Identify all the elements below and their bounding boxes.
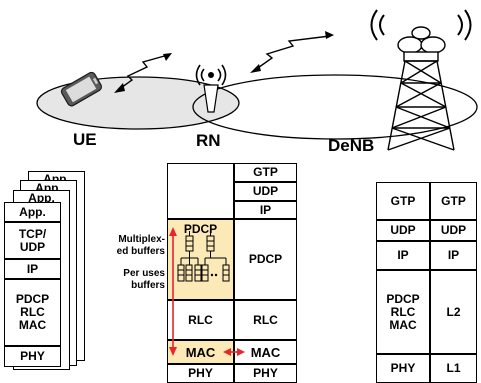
rn-label: RN (196, 131, 221, 150)
denb-right-ip-layer: IP (430, 241, 477, 270)
rn-left-mac-layer: MAC (167, 340, 234, 364)
rn-right-rlc-layer: RLC (234, 300, 297, 340)
denb-left-gtp-layer: GTP (376, 182, 430, 220)
ue-transport-layer: TCP/ UDP (4, 222, 61, 259)
denb-left-ip-layer: IP (376, 241, 430, 270)
rn-left-phy-layer: PHY (167, 364, 234, 383)
multiplexed-buffers-label: Multiplex- ed buffers (116, 234, 165, 257)
denb-label: DeNB (328, 136, 375, 155)
rn-left-pdcp-layer: PDCP (167, 219, 234, 300)
rn-right-phy-layer: PHY (234, 364, 297, 383)
denb-right-l1-layer: L1 (430, 354, 477, 383)
wireless-link-rn-denb-icon (250, 31, 334, 73)
denb-right-gtp-layer: GTP (430, 182, 477, 220)
rn-left-empty-cell (167, 163, 234, 219)
ue-app-layer: App. (4, 202, 61, 222)
ue-ip-layer: IP (4, 259, 61, 279)
rn-left-pdcp-label: PDCP (183, 222, 218, 236)
ue-phy-layer: PHY (4, 346, 61, 367)
denb-left-l2-layer: PDCP RLC MAC (376, 270, 430, 354)
per-user-buffers-label: Per uses buffers (123, 268, 165, 291)
cell-tower-icon (370, 9, 472, 151)
ue-l2-layer: PDCP RLC MAC (4, 279, 61, 346)
rn-right-gtp-layer: GTP (234, 163, 297, 182)
denb-coverage-ellipse (192, 74, 478, 140)
wireless-link-ue-rn-icon (114, 53, 172, 93)
denb-left-udp-layer: UDP (376, 220, 430, 241)
rn-right-ip-layer: IP (234, 201, 297, 219)
denb-right-udp-layer: UDP (430, 220, 477, 241)
rn-right-pdcp-layer: PDCP (234, 219, 297, 300)
relay-antenna-icon (195, 64, 227, 113)
smartphone-icon (60, 71, 103, 107)
rn-right-mac-layer: MAC (234, 340, 297, 364)
ue-label: UE (73, 130, 97, 149)
rn-left-rlc-layer: RLC (167, 300, 234, 340)
denb-right-l2-layer: L2 (430, 270, 477, 354)
denb-left-phy-layer: PHY (376, 354, 430, 383)
rn-right-udp-layer: UDP (234, 182, 297, 201)
